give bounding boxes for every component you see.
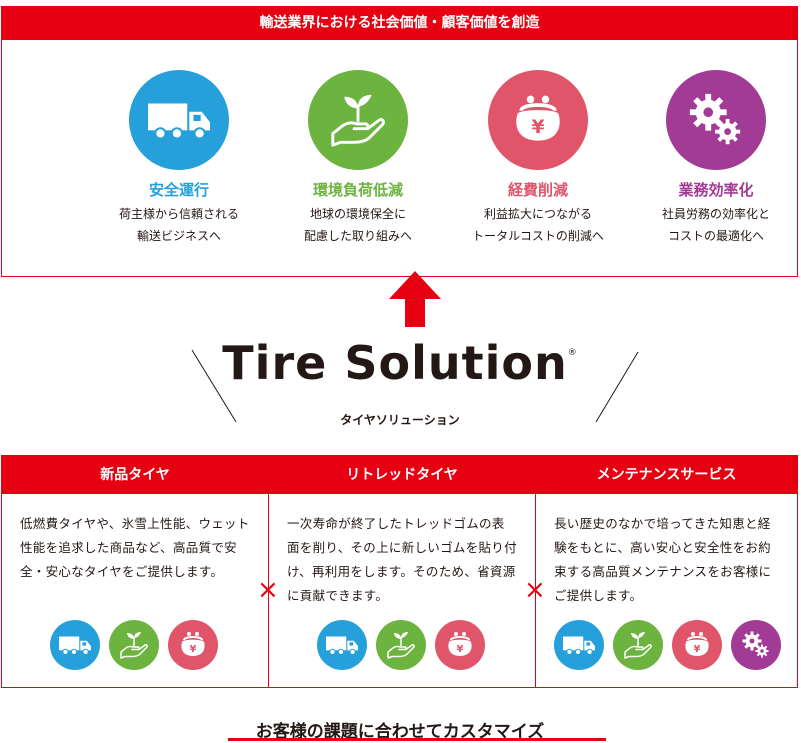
value-desc-line: トータルコストの削減へ [472,229,604,243]
column-divider [268,456,269,687]
value-creation-panel: 輸送業界における社会価値・顧客価値を創造 安全運行 荷主様から信頼される 輸送ビ… [1,6,798,277]
value-item-environment: 環境負荷低減 地球の環境保全に 配慮した取り組みへ [268,70,448,247]
value-desc-line: 荷主様から信頼される [118,207,239,221]
yen-purse-icon [488,70,588,170]
brand-title: Tire Solution® [200,336,600,390]
footer-underline [228,738,606,741]
decorative-line-right [595,351,639,423]
sprout-hand-icon [376,620,426,670]
value-description: 社員労務の効率化と コストの最適化へ [626,203,801,247]
value-desc-line: コストの最適化へ [667,229,764,243]
column-description: 長い歴史のなかで培ってきた知恵と経験をもとに、高い安心と安全性をお約束する高品質… [554,516,772,603]
value-title: 安全運行 [148,181,209,199]
yen-purse-icon [672,620,722,670]
value-desc-line: 利益拡大につながる [483,207,592,221]
value-title: 経費削減 [507,181,568,199]
sprout-hand-icon [308,70,408,170]
value-description: 地球の環境保全に 配慮した取り組みへ [268,203,448,247]
column-icon-row [536,620,797,670]
column-new-tires: 新品タイヤ 低燃費タイヤや、氷雪上性能、ウェット性能を追求した商品など、高品質で… [2,456,268,687]
up-arrow-icon [389,271,441,327]
value-creation-header: 輸送業界における社会価値・顧客価値を創造 [2,7,797,40]
column-heading: 新品タイヤ [2,456,268,494]
value-desc-line: 社員労務の効率化と [661,207,770,221]
value-desc-line: 輸送ビジネスへ [136,229,221,243]
sprout-hand-icon [613,620,663,670]
value-desc-line: 地球の環境保全に [309,207,406,221]
value-item-cost: 経費削減 利益拡大につながる トータルコストの削減へ [448,70,628,247]
sprout-hand-icon [109,620,159,670]
brand-title-text: Tire Solution [222,336,568,390]
column-retread-tires: リトレッドタイヤ 一次寿命が終了したトレッドゴムの表面を削り、その上に新しいゴム… [269,456,535,687]
truck-icon [129,70,229,170]
brand-subtitle: タイヤソリューション [340,413,460,427]
column-maintenance-service: メンテナンスサービス 長い歴史のなかで培ってきた知恵と経験をもとに、高い安心と安… [536,456,797,687]
value-description: 荷主様から信頼される 輸送ビジネスへ [89,203,269,247]
value-item-safety: 安全運行 荷主様から信頼される 輸送ビジネスへ [89,70,269,247]
value-title: 環境負荷低減 [312,181,403,199]
value-item-efficiency: 業務効率化 社員労務の効率化と コストの最適化へ [626,70,801,247]
column-description: 一次寿命が終了したトレッドゴムの表面を削り、その上に新しいゴムを貼り付け、再利用… [287,516,517,603]
multiply-operator: × [257,575,279,605]
column-description: 低燃費タイヤや、氷雪上性能、ウェット性能を追求した商品など、高品質で安全・安心な… [20,516,250,579]
yen-purse-icon [435,620,485,670]
registered-mark: ® [567,348,578,358]
footer-title: お客様の課題に合わせてカスタマイズ [255,722,545,742]
column-heading: メンテナンスサービス [536,456,797,494]
column-divider [535,456,536,687]
truck-icon [317,620,367,670]
value-desc-line: 配慮した取り組みへ [303,229,412,243]
truck-icon [50,620,100,670]
gears-icon [666,70,766,170]
yen-purse-icon [168,620,218,670]
multiply-operator: × [524,575,546,605]
column-heading: リトレッドタイヤ [269,456,535,494]
column-icon-row [269,620,535,670]
gears-icon [731,620,781,670]
service-columns-panel: 新品タイヤ 低燃費タイヤや、氷雪上性能、ウェット性能を追求した商品など、高品質で… [1,455,798,688]
value-description: 利益拡大につながる トータルコストの削減へ [448,203,628,247]
column-icon-row [2,620,268,670]
value-title: 業務効率化 [678,181,754,199]
truck-icon [554,620,604,670]
